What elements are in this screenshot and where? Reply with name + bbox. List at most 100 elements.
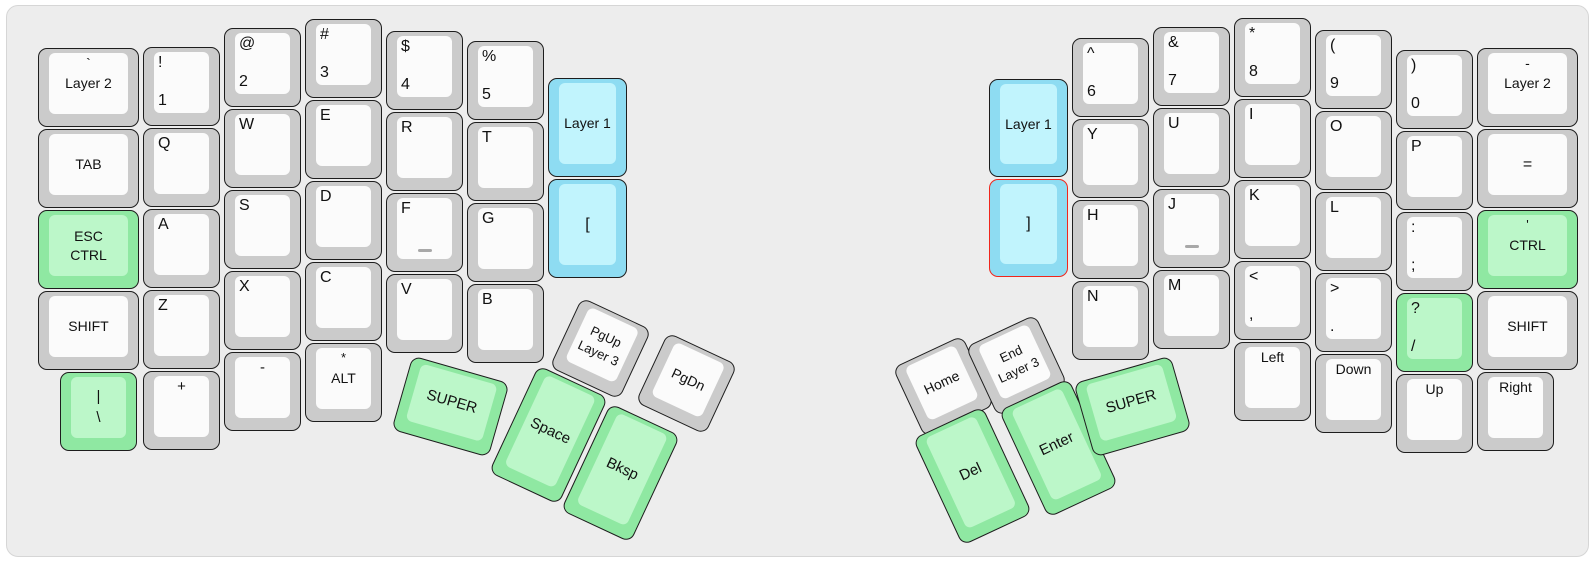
key-a-legend: A	[158, 216, 169, 233]
key-t[interactable]: T	[467, 122, 544, 201]
keycap-face	[559, 83, 616, 164]
key-i[interactable]: I	[1234, 99, 1311, 178]
key-5[interactable]: %5	[467, 41, 544, 120]
keycap-face	[1164, 194, 1219, 255]
key-f[interactable]: F	[386, 193, 463, 272]
key-shift-left-legend: SHIFT	[68, 318, 109, 335]
key-6[interactable]: ^6	[1072, 38, 1149, 117]
key-right-bracket[interactable]: ]	[989, 179, 1068, 277]
keycap-face	[397, 36, 452, 97]
key-h[interactable]: H	[1072, 200, 1149, 279]
key-question-slash[interactable]: ?/	[1396, 293, 1473, 372]
key-left-bracket-legend: [	[585, 215, 590, 233]
key-alt-legend: ALT	[331, 370, 356, 387]
key-b[interactable]: B	[467, 284, 544, 363]
key-8[interactable]: *8	[1234, 18, 1311, 97]
key-minus-layer2[interactable]: -Layer 2	[1477, 48, 1578, 127]
key-arrow-right[interactable]: Right	[1477, 372, 1554, 451]
key-pgdn[interactable]: PgDn	[634, 331, 738, 435]
key-o[interactable]: O	[1315, 111, 1392, 190]
key-1-legend: !	[158, 54, 163, 71]
key-h-legend: H	[1087, 207, 1099, 224]
key-4[interactable]: $4	[386, 31, 463, 110]
key-9[interactable]: (9	[1315, 30, 1392, 109]
key-c-legend: C	[320, 269, 332, 286]
keycap-face	[1326, 359, 1381, 420]
key-k[interactable]: K	[1234, 180, 1311, 259]
keycap-face	[1407, 217, 1462, 278]
key-x[interactable]: X	[224, 271, 301, 350]
key-comma[interactable]: <,	[1234, 261, 1311, 340]
key-l[interactable]: L	[1315, 192, 1392, 271]
key-e-legend: E	[320, 107, 331, 124]
key-r-legend: R	[401, 119, 413, 136]
keycap-face	[1488, 296, 1567, 357]
key-j[interactable]: J	[1153, 189, 1230, 268]
key-tab[interactable]: TAB	[38, 129, 139, 208]
key-2[interactable]: @2	[224, 28, 301, 107]
key-1[interactable]: !1	[143, 47, 220, 126]
keycap-face	[316, 186, 371, 247]
key-p-legend: P	[1411, 138, 1422, 155]
key-z[interactable]: Z	[143, 290, 220, 369]
key-y[interactable]: Y	[1072, 119, 1149, 198]
key-alt[interactable]: *ALT	[305, 343, 382, 422]
key-5-legend: %	[482, 48, 497, 65]
key-arrow-down[interactable]: Down	[1315, 354, 1392, 433]
key-esc-ctrl[interactable]: ESC CTRL	[38, 210, 139, 289]
key-end-layer3-legend: End Layer 3	[995, 341, 1041, 386]
key-arrow-left[interactable]: Left	[1234, 342, 1311, 421]
keycap-face	[316, 348, 371, 409]
key-c[interactable]: C	[305, 262, 382, 341]
key-p[interactable]: P	[1396, 131, 1473, 210]
key-t-legend: T	[482, 129, 492, 146]
key-semicolon[interactable]: :;	[1396, 212, 1473, 291]
key-quote-ctrl[interactable]: 'CTRL	[1477, 210, 1578, 289]
key-period[interactable]: >.	[1315, 273, 1392, 352]
key-3[interactable]: #3	[305, 19, 382, 98]
key-esc-ctrl-legend: ESC CTRL	[70, 227, 107, 263]
key-super-left[interactable]: SUPER	[390, 355, 510, 457]
key-plus[interactable]: +	[143, 371, 220, 450]
key-f-legend: F	[401, 200, 411, 217]
key-shift-left[interactable]: SHIFT	[38, 291, 139, 370]
key-q[interactable]: Q	[143, 128, 220, 207]
key-layer2-left[interactable]: `Layer 2	[38, 48, 139, 127]
key-minus[interactable]: -	[224, 352, 301, 431]
key-q-legend: Q	[158, 135, 171, 152]
key-w[interactable]: W	[224, 109, 301, 188]
keycap-face	[1083, 286, 1138, 347]
key-pipe-backslash[interactable]: | \	[60, 372, 137, 451]
key-0[interactable]: )0	[1396, 50, 1473, 129]
key-u[interactable]: U	[1153, 108, 1230, 187]
key-layer1-right-legend: Layer 1	[1005, 115, 1052, 132]
key-r[interactable]: R	[386, 112, 463, 191]
key-n[interactable]: N	[1072, 281, 1149, 360]
keycap-face	[397, 117, 452, 178]
key-7[interactable]: &7	[1153, 27, 1230, 106]
key-2-legend: @	[239, 35, 256, 52]
key-4-legend: 4	[401, 76, 410, 94]
key-equals[interactable]: =	[1477, 129, 1578, 208]
key-arrow-up[interactable]: Up	[1396, 374, 1473, 453]
key-layer1-left[interactable]: Layer 1	[548, 78, 627, 177]
key-s[interactable]: S	[224, 190, 301, 269]
key-layer1-right[interactable]: Layer 1	[989, 79, 1068, 177]
key-left-bracket[interactable]: [	[548, 179, 627, 278]
key-super-right-legend: SUPER	[1103, 386, 1158, 417]
key-a[interactable]: A	[143, 209, 220, 288]
key-i-legend: I	[1249, 106, 1254, 123]
key-y-legend: Y	[1087, 126, 1098, 143]
key-super-left-legend: SUPER	[424, 386, 479, 417]
key-x-legend: X	[239, 278, 250, 295]
key-e[interactable]: E	[305, 100, 382, 179]
key-super-right[interactable]: SUPER	[1072, 355, 1192, 457]
key-v[interactable]: V	[386, 274, 463, 353]
keycap-face	[397, 198, 452, 259]
key-question-slash-legend: /	[1411, 338, 1416, 356]
key-comma-legend: <	[1249, 268, 1259, 285]
key-d[interactable]: D	[305, 181, 382, 260]
key-g[interactable]: G	[467, 203, 544, 282]
key-m[interactable]: M	[1153, 270, 1230, 349]
key-shift-right[interactable]: SHIFT	[1477, 291, 1578, 370]
